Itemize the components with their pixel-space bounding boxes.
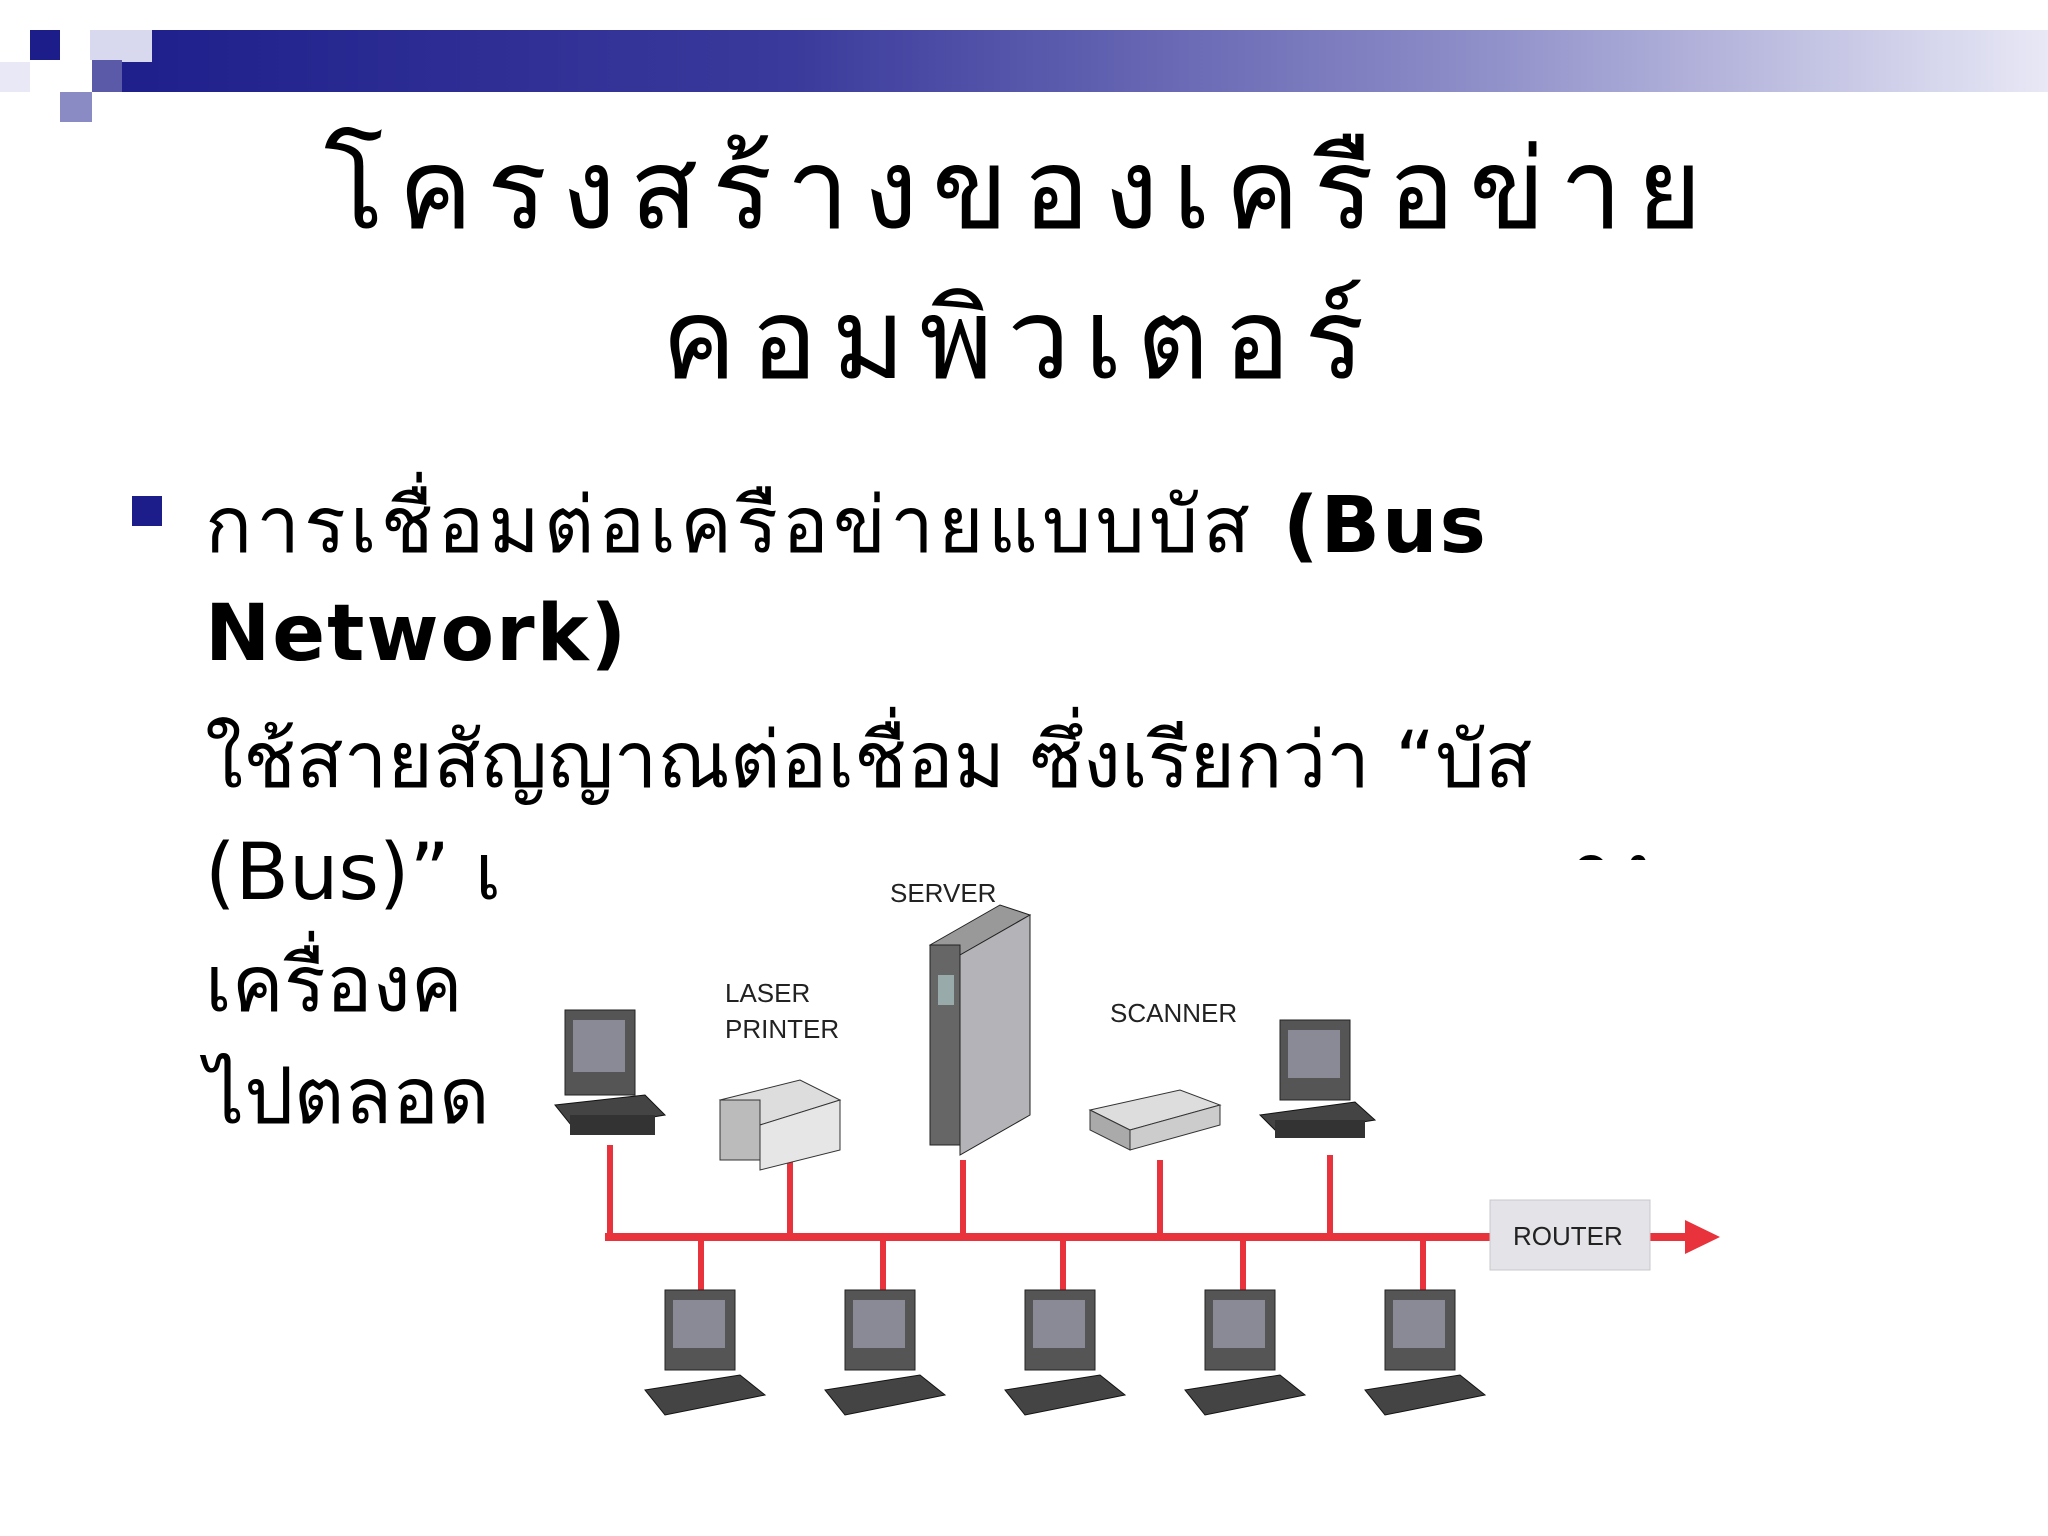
bullet-heading: การเชื่อมต่อเครือข่ายแบบบัส (Bus Network… xyxy=(205,472,1765,688)
bus-network-diagram: ROUTER LASER PRINTER SERVER xyxy=(545,860,1725,1460)
title-line-2: คอมพิวเตอร์ xyxy=(661,275,1379,405)
router-label: ROUTER xyxy=(1513,1221,1623,1251)
workstation-icon xyxy=(1004,1289,1127,1416)
body-line-1: ใช้สายสัญญาณต่อเชื่อม ซึ่งเรียกว่า “บัส xyxy=(205,716,1533,806)
bus-network-svg: ROUTER LASER PRINTER SERVER xyxy=(554,878,1720,1416)
bullet-heading-thai: การเชื่อมต่อเครือข่ายแบบบัส xyxy=(205,481,1283,571)
decor-square xyxy=(92,60,122,92)
bullet-heading-english: (Bus Network) xyxy=(205,481,1488,679)
decor-square xyxy=(60,92,92,122)
router: ROUTER xyxy=(1489,1199,1651,1271)
decor-square xyxy=(60,60,92,92)
workstation-icon xyxy=(554,1009,667,1135)
bullet-square-icon xyxy=(132,496,162,526)
workstation-icon xyxy=(824,1289,947,1416)
laser-printer-icon xyxy=(718,1079,842,1171)
title-line-1: โครงสร้างของเครือข่าย xyxy=(323,125,1717,255)
workstation-icon xyxy=(1258,1019,1377,1138)
decor-square xyxy=(30,30,60,60)
decor-square xyxy=(0,62,30,92)
laser-printer-label-1: LASER xyxy=(725,978,810,1008)
workstation-icon xyxy=(1364,1289,1487,1416)
decor-square xyxy=(90,30,152,62)
workstation-icon xyxy=(644,1289,767,1416)
workstation-icon xyxy=(1184,1289,1307,1416)
header-gradient-bar xyxy=(118,30,2048,92)
server-label: SERVER xyxy=(890,878,996,908)
laser-printer-label-2: PRINTER xyxy=(725,1014,839,1044)
scanner-label: SCANNER xyxy=(1110,998,1237,1028)
scanner-icon xyxy=(1088,1089,1222,1151)
slide-title: โครงสร้างของเครือข่าย คอมพิวเตอร์ xyxy=(150,115,1890,415)
body-line-4: ไปตลอด xyxy=(205,1052,490,1142)
server-icon xyxy=(928,904,1032,1156)
bus-cable xyxy=(605,1145,1720,1307)
